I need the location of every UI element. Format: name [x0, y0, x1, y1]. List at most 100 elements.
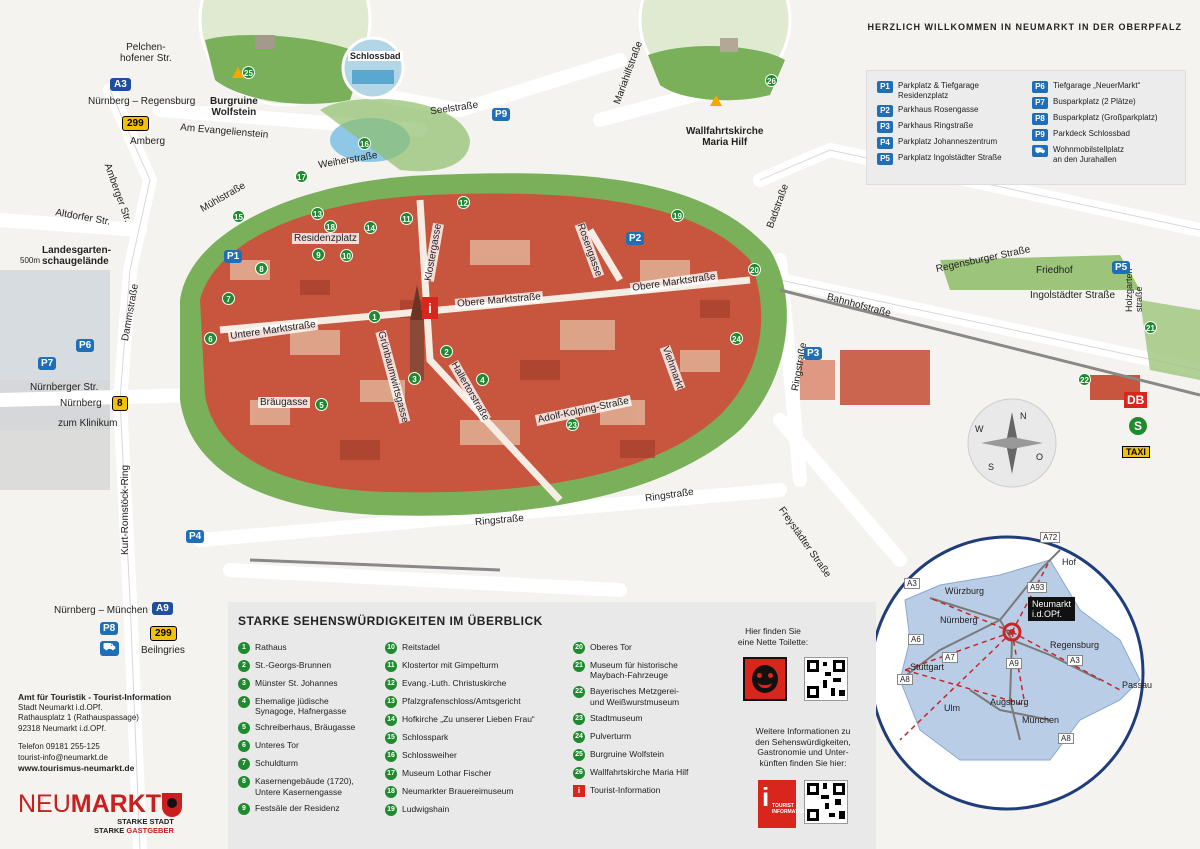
- pin-14[interactable]: 14: [364, 221, 377, 234]
- contact-web[interactable]: www.tourismus-neumarkt.de: [18, 763, 135, 773]
- pin-24[interactable]: 24: [730, 332, 743, 345]
- parking-row: ⛟Wohnmobilstellplatz an den Jurahallen: [1032, 145, 1157, 165]
- parking-text: Parkhaus Rosengasse: [898, 105, 979, 114]
- pin-3[interactable]: 3: [408, 372, 421, 385]
- sight-number: 16: [385, 750, 397, 762]
- pin-21[interactable]: 21: [1144, 321, 1157, 334]
- pin-18[interactable]: 18: [324, 220, 337, 233]
- a3-badge: A3: [110, 78, 131, 91]
- pin-6[interactable]: 6: [204, 332, 217, 345]
- sight-item[interactable]: 7 Schuldturm: [238, 758, 355, 771]
- sight-text: Ludwigshain: [402, 804, 450, 814]
- camper-badge[interactable]: ⛟: [100, 641, 119, 656]
- p4-badge[interactable]: P4: [186, 530, 205, 543]
- pin-15[interactable]: 15: [232, 210, 245, 223]
- sight-text: Museum für historische Maybach-Fahrzeuge: [590, 660, 678, 681]
- brand-sub2: STARKE GASTGEBER: [94, 826, 174, 836]
- ov-a3-2: A3: [1067, 655, 1083, 666]
- pin-1[interactable]: 1: [368, 310, 381, 323]
- pin-17[interactable]: 17: [295, 170, 308, 183]
- ingolstaedter-label: Ingolstädter Straße: [1030, 290, 1116, 301]
- nuernberger-str-label: Nürnberger Str.: [30, 382, 99, 393]
- pin-22[interactable]: 22: [1078, 373, 1091, 386]
- p5-badge[interactable]: P5: [1112, 261, 1131, 274]
- sight-number: 26: [573, 766, 585, 779]
- p6-badge[interactable]: P6: [76, 339, 95, 352]
- kurt-romstoeck-label: Kurt-Romstöck-Ring: [120, 464, 131, 555]
- p1-badge[interactable]: P1: [224, 250, 243, 263]
- pin-16[interactable]: 16: [358, 137, 371, 150]
- contact-addr1: Stadt Neumarkt i.d.OPf.: [18, 703, 103, 713]
- sight-number: 19: [385, 804, 397, 816]
- sight-number: 3: [238, 678, 250, 690]
- pin-11[interactable]: 11: [400, 212, 413, 225]
- pin-19[interactable]: 19: [671, 209, 684, 222]
- pin-2[interactable]: 2: [440, 345, 453, 358]
- pin-13[interactable]: 13: [311, 207, 324, 220]
- brand-neu: NEU: [18, 790, 71, 818]
- tourist-info-logo-icon: i TOURIST INFORMATION: [758, 780, 807, 828]
- sight-text: Schreiberhaus, Bräugasse: [255, 722, 356, 733]
- contact-tel[interactable]: Telefon 09181 255-125: [18, 742, 100, 752]
- pin-7[interactable]: 7: [222, 292, 235, 305]
- pin-9[interactable]: 9: [312, 248, 325, 261]
- pin-5[interactable]: 5: [315, 398, 328, 411]
- sight-text: Schuldturm: [255, 758, 298, 769]
- pelchenhofener-label: Pelchen- hofener Str.: [120, 42, 172, 64]
- pin-20[interactable]: 20: [748, 263, 761, 276]
- p7-badge[interactable]: P7: [38, 357, 57, 370]
- sight-text: Unteres Tor: [255, 740, 299, 751]
- pin-10[interactable]: 10: [340, 249, 353, 262]
- p2-badge[interactable]: P2: [626, 232, 645, 245]
- pin-26[interactable]: 26: [765, 74, 778, 87]
- tourist-info-icon[interactable]: i: [422, 297, 438, 319]
- pin-12[interactable]: 12: [457, 196, 470, 209]
- braeugasse-label: Bräugasse: [258, 397, 310, 408]
- sight-item[interactable]: 19 Ludwigshain: [385, 804, 535, 816]
- sight-item[interactable]: 5 Schreiberhaus, Bräugasse: [238, 722, 356, 735]
- sight-number: 5: [238, 722, 250, 735]
- pin-25[interactable]: 25: [242, 66, 255, 79]
- qr-code-toilet-icon[interactable]: [804, 657, 848, 701]
- pin-23[interactable]: 23: [566, 418, 579, 431]
- qr-code-info-icon[interactable]: [804, 780, 848, 824]
- sight-number: 23: [573, 712, 585, 725]
- sight-number: 7: [238, 758, 250, 771]
- pin-8[interactable]: 8: [255, 262, 268, 275]
- pin-4[interactable]: 4: [476, 373, 489, 386]
- p9-badge[interactable]: P9: [492, 108, 511, 121]
- sight-number: 11: [385, 660, 397, 672]
- p3-badge[interactable]: P3: [804, 347, 823, 360]
- ov-regensburg: Regensburg: [1050, 640, 1100, 650]
- ov-a93: A93: [1027, 582, 1048, 593]
- contact-mail[interactable]: tourist-info@neumarkt.de: [18, 752, 108, 762]
- p8-badge[interactable]: P8: [100, 622, 119, 635]
- camper-icon: ⛟: [1032, 145, 1048, 157]
